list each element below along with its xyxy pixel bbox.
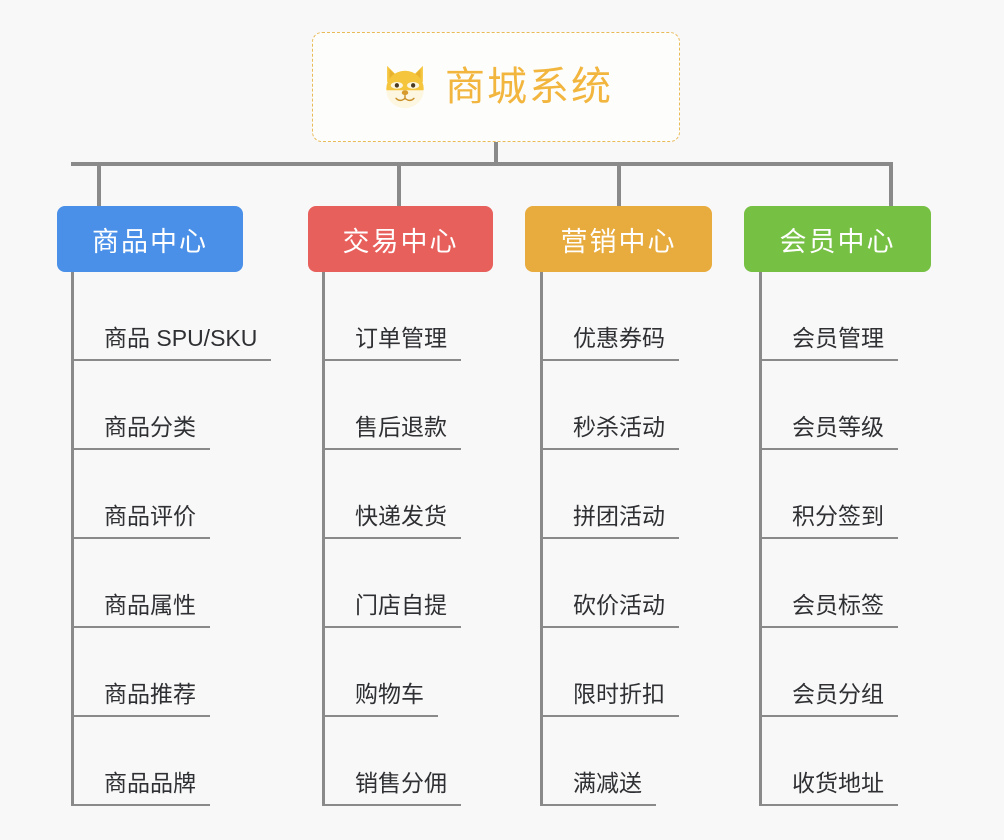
leaf-group-1: 商品 SPU/SKU 商品分类商品评价商品属性商品推荐商品品牌 (71, 272, 317, 806)
leaf-item-label: 销售分佣 (322, 769, 461, 806)
leaf-item-label: 商品 SPU/SKU (71, 324, 272, 361)
root-node[interactable]: 商城系统 (312, 32, 680, 142)
leaf-item[interactable]: 砍价活动 (540, 539, 679, 628)
leaf-item[interactable]: 满减送 (540, 717, 656, 806)
leaf-item[interactable]: 会员等级 (759, 361, 898, 450)
leaf-item[interactable]: 拼团活动 (540, 450, 679, 539)
category-label: 交易中心 (342, 226, 459, 257)
leaf-item-label: 拼团活动 (540, 502, 679, 539)
leaf-item[interactable]: 订单管理 (322, 272, 461, 361)
leaf-item-label: 订单管理 (322, 324, 461, 361)
root-title: 商城系统 (445, 65, 613, 109)
leaf-item-label: 门店自提 (322, 591, 461, 628)
category-box-2[interactable]: 交易中心 (308, 206, 493, 272)
connector-drop-4 (889, 162, 893, 206)
leaf-item[interactable]: 会员分组 (759, 628, 898, 717)
leaf-item[interactable]: 门店自提 (322, 539, 461, 628)
leaf-item[interactable]: 限时折扣 (540, 628, 679, 717)
leaf-item[interactable]: 商品评价 (71, 450, 210, 539)
category-box-3[interactable]: 营销中心 (525, 206, 712, 272)
leaf-item[interactable]: 积分签到 (759, 450, 898, 539)
leaf-item-label: 秒杀活动 (540, 413, 679, 450)
leaf-item-label: 积分签到 (759, 502, 898, 539)
leaf-group-3: 优惠券码秒杀活动拼团活动砍价活动限时折扣满减送 (540, 272, 735, 806)
leaf-item[interactable]: 会员标签 (759, 539, 898, 628)
leaf-item[interactable]: 收货地址 (759, 717, 898, 806)
leaf-item[interactable]: 商品 SPU/SKU (71, 272, 272, 361)
leaf-group-4: 会员管理会员等级积分签到会员标签会员分组收货地址 (759, 272, 957, 806)
category-label: 营销中心 (560, 226, 677, 257)
leaf-item-label: 优惠券码 (540, 324, 679, 361)
leaf-item[interactable]: 销售分佣 (322, 717, 461, 806)
leaf-item-label: 售后退款 (322, 413, 461, 450)
leaf-item-label: 会员标签 (759, 591, 898, 628)
connector-drop-1 (97, 162, 101, 206)
category-box-1[interactable]: 商品中心 (57, 206, 243, 272)
leaf-spine (759, 272, 762, 806)
leaf-group-2: 订单管理售后退款快递发货门店自提购物车销售分佣 (322, 272, 525, 806)
leaf-item[interactable]: 购物车 (322, 628, 438, 717)
leaf-item[interactable]: 秒杀活动 (540, 361, 679, 450)
shiba-dog-icon (379, 61, 431, 113)
leaf-item[interactable]: 商品推荐 (71, 628, 210, 717)
leaf-item[interactable]: 优惠券码 (540, 272, 679, 361)
leaf-item-label: 满减送 (540, 769, 656, 806)
leaf-item-label: 商品分类 (71, 413, 210, 450)
leaf-item-label: 购物车 (322, 680, 438, 717)
connector-drop-3 (617, 162, 621, 206)
leaf-item-label: 快递发货 (322, 502, 461, 539)
leaf-item-label: 商品评价 (71, 502, 210, 539)
leaf-item-label: 收货地址 (759, 769, 898, 806)
leaf-item-label: 商品属性 (71, 591, 210, 628)
leaf-item-label: 限时折扣 (540, 680, 679, 717)
leaf-item-label: 会员分组 (759, 680, 898, 717)
leaf-item[interactable]: 商品品牌 (71, 717, 210, 806)
leaf-item-label: 商品推荐 (71, 680, 210, 717)
connector-drop-2 (397, 162, 401, 206)
leaf-item-label: 商品品牌 (71, 769, 210, 806)
leaf-item-label: 砍价活动 (540, 591, 679, 628)
connector-horizontal-bus (71, 162, 891, 166)
category-box-4[interactable]: 会员中心 (744, 206, 931, 272)
leaf-spine (540, 272, 543, 806)
category-label: 会员中心 (779, 226, 896, 257)
connector-root-stem (494, 142, 498, 166)
leaf-item-label: 会员等级 (759, 413, 898, 450)
leaf-spine (71, 272, 74, 806)
leaf-item[interactable]: 快递发货 (322, 450, 461, 539)
leaf-item[interactable]: 商品属性 (71, 539, 210, 628)
leaf-item[interactable]: 售后退款 (322, 361, 461, 450)
leaf-item[interactable]: 商品分类 (71, 361, 210, 450)
leaf-spine (322, 272, 325, 806)
category-label: 商品中心 (92, 226, 208, 257)
leaf-item-label: 会员管理 (759, 324, 898, 361)
leaf-item[interactable]: 会员管理 (759, 272, 898, 361)
